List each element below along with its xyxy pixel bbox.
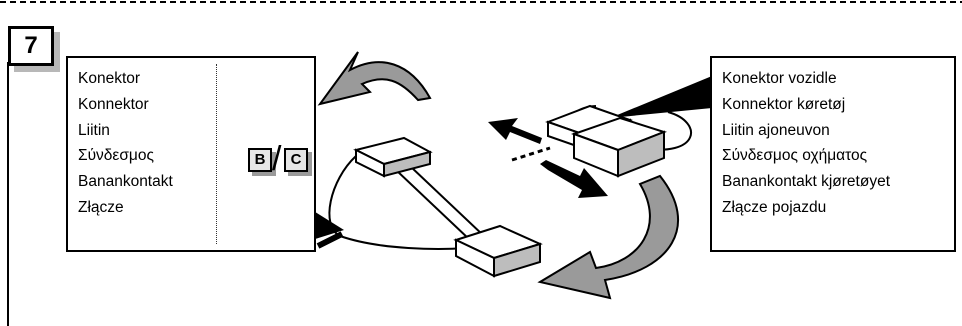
- vehicle-connector-label-list: Konektor vozidle Konnektor køretøj Liiti…: [722, 66, 890, 221]
- connector-label: Złącze: [78, 198, 124, 216]
- vehicle-connector-label: Złącze pojazdu: [722, 198, 827, 216]
- connector-label: Konektor: [78, 70, 141, 87]
- vehicle-connector-label: Liitin ajoneuvon: [722, 121, 830, 139]
- connector-label: Konnektor: [78, 95, 149, 113]
- step-number: 7: [8, 26, 54, 66]
- adapter-cable: [316, 136, 543, 278]
- vehicle-connector-label: Banankontakt kjøretøyet: [722, 173, 890, 191]
- dotted-divider: [216, 64, 217, 244]
- connector-label-list: Konektor Konnektor Liitin Σύνδεσμος Bana…: [78, 66, 173, 221]
- dashed-alignment-line: [511, 146, 551, 162]
- connector-label-box: Konektor Konnektor Liitin Σύνδεσμος Bana…: [66, 56, 316, 252]
- vehicle-connector-label: Konektor vozidle: [722, 70, 837, 87]
- left-leader-wedge: [312, 210, 344, 240]
- connector-label: Banankontakt: [78, 173, 173, 191]
- connector-label: Liitin: [78, 121, 110, 139]
- vehicle-connector: [545, 104, 692, 178]
- curved-arrow-top: [317, 51, 432, 106]
- double-arrow-lower: [540, 160, 608, 198]
- connector-label: Σύνδεσμος: [78, 147, 154, 165]
- badge-c: C: [284, 148, 308, 172]
- vehicle-connector-label: Σύνδεσμος οχήματος: [722, 147, 868, 165]
- badge-separator: /: [272, 140, 282, 178]
- vehicle-connector-label: Konnektor køretøj: [722, 95, 846, 113]
- badge-b: B: [248, 148, 272, 172]
- double-arrow-upper: [488, 118, 542, 144]
- vehicle-connector-label-box: Konektor vozidle Konnektor køretøj Liiti…: [710, 56, 956, 252]
- right-leader-wedge: [610, 76, 712, 118]
- curved-arrow-bottom: [537, 174, 679, 300]
